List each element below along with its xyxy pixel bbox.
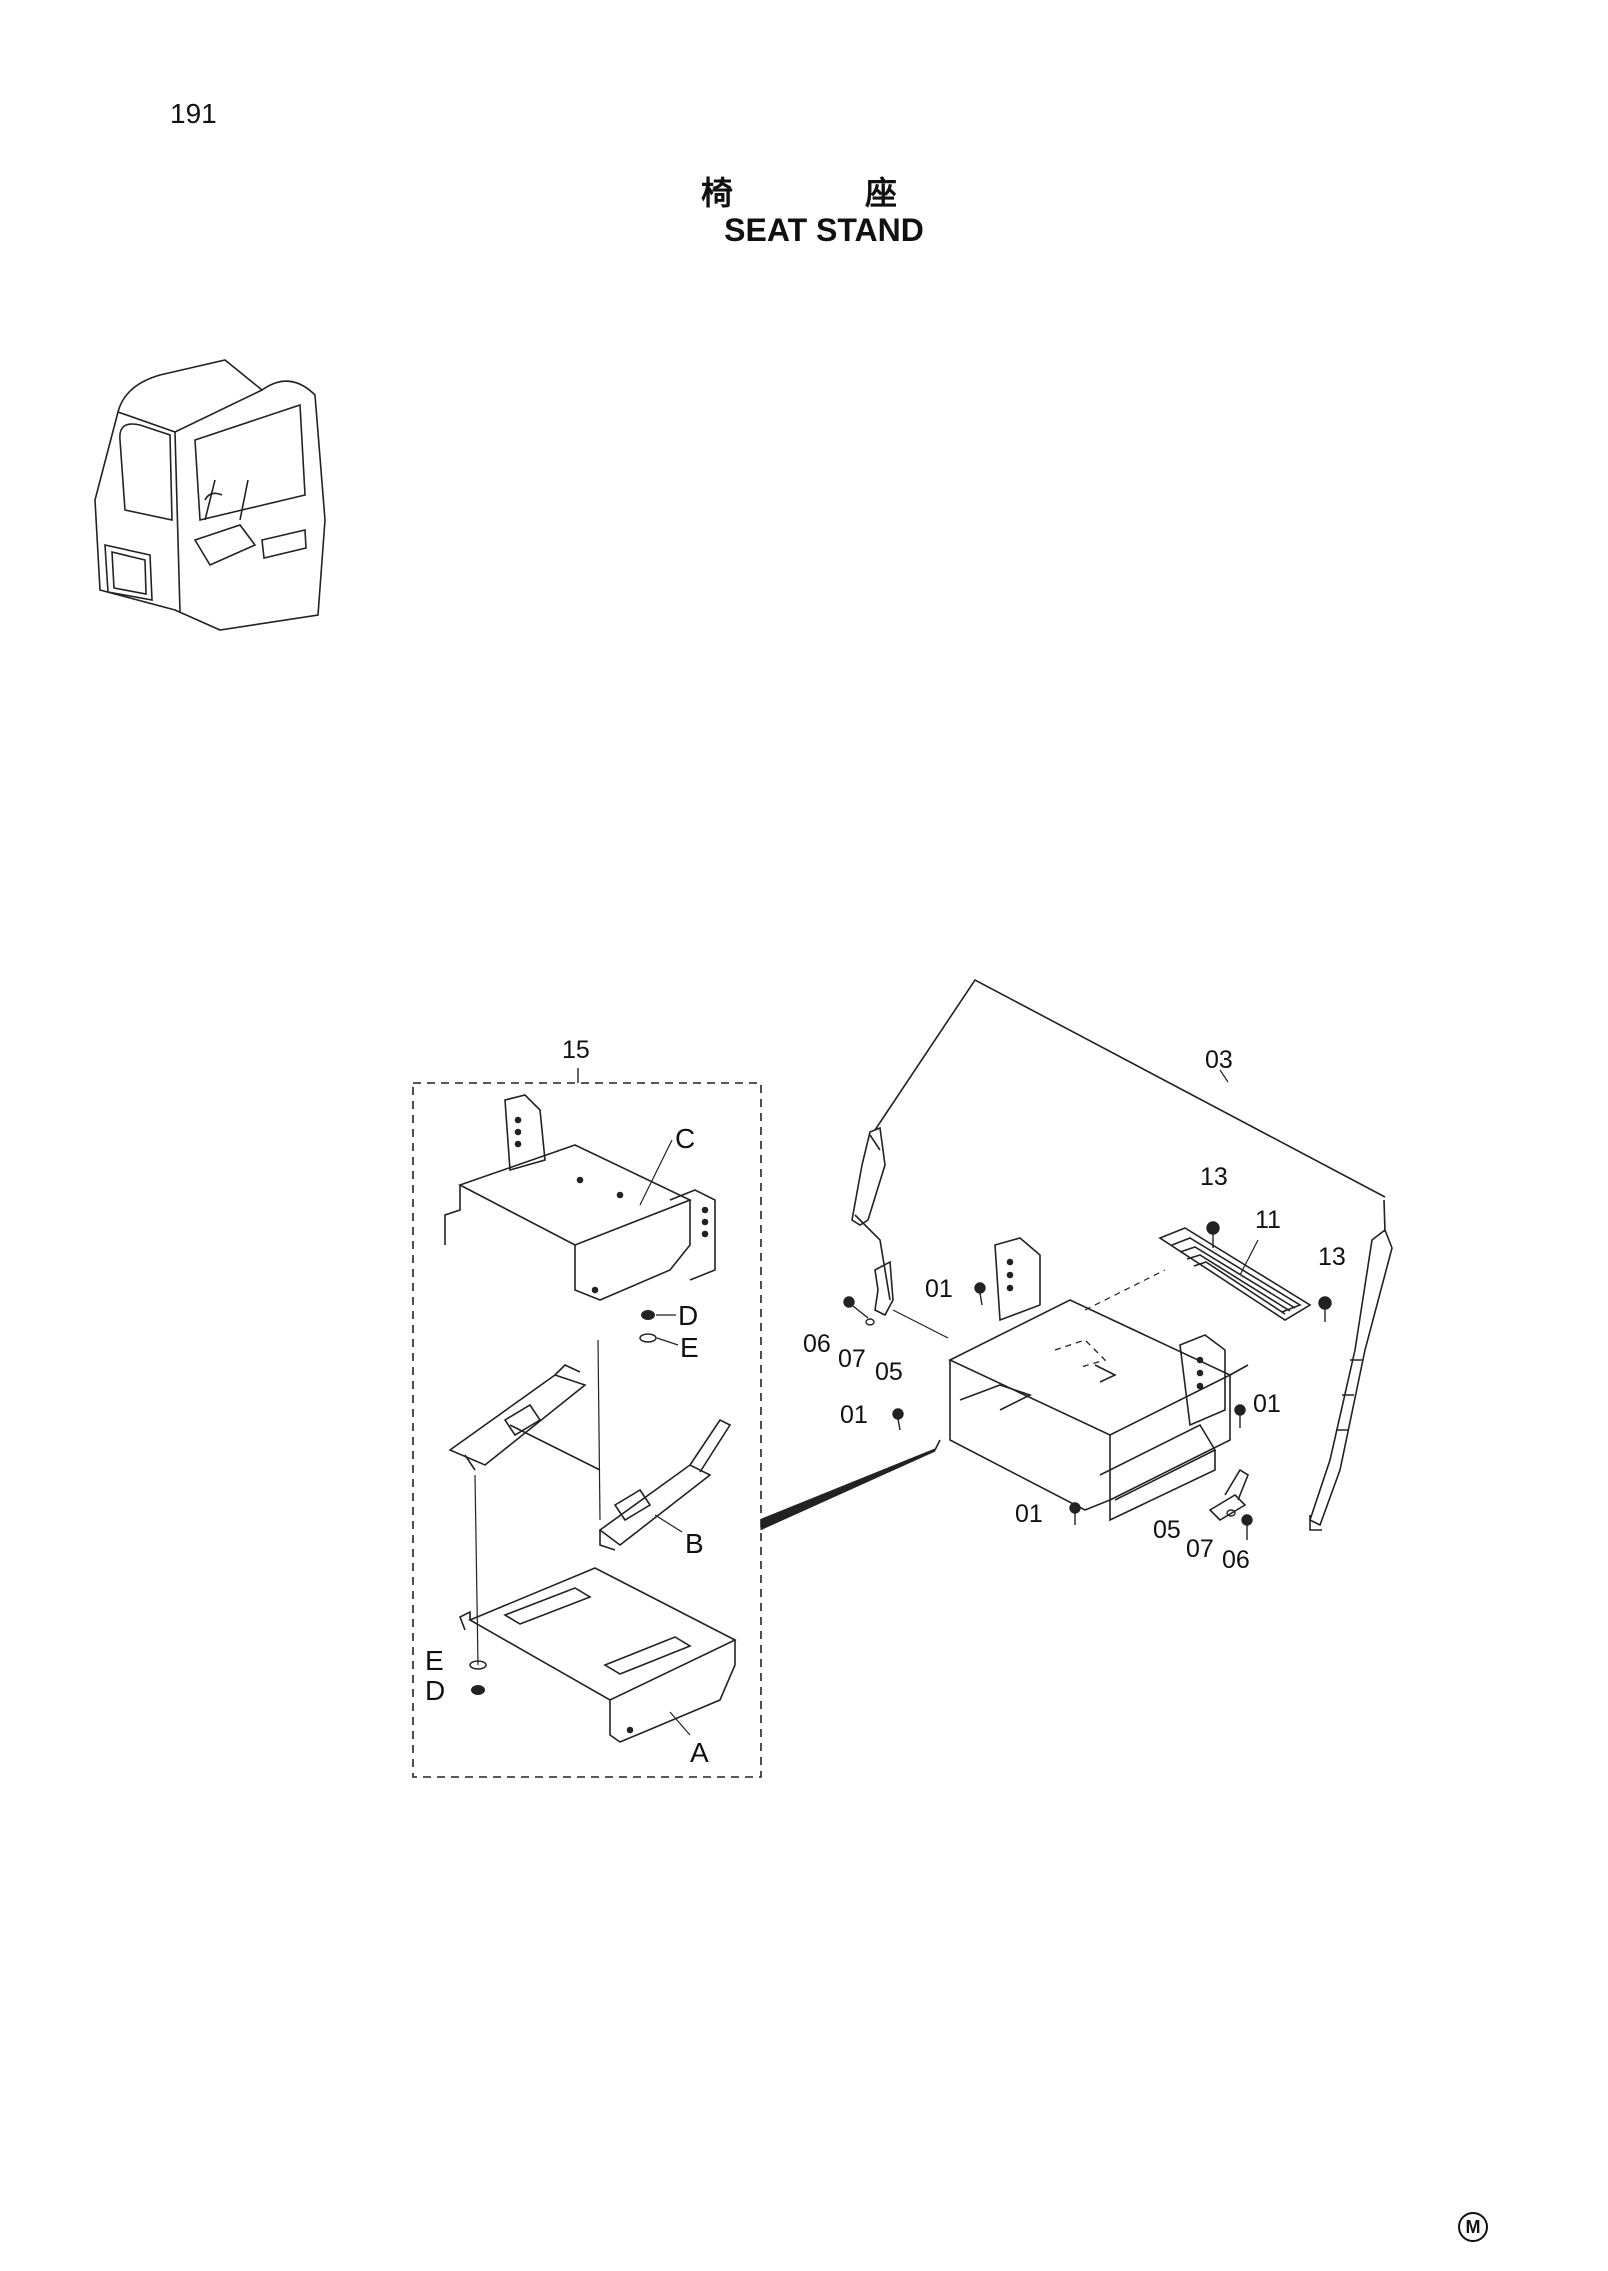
brackets-05: [874, 1260, 1249, 1522]
part-a-label: A: [690, 1737, 709, 1768]
bolts-13: [1206, 1221, 1332, 1322]
part-01-label-1: 01: [925, 1275, 953, 1303]
panel-11: [1084, 1227, 1312, 1321]
part-13-label-2: 13: [1318, 1243, 1346, 1271]
part-05-label-left: 05: [875, 1358, 903, 1386]
assembly-15-label: 15: [562, 1036, 590, 1064]
part-01-label-2: 01: [840, 1401, 868, 1429]
part-11-label: 11: [1255, 1206, 1281, 1234]
bolts-06-washers-07: [843, 1296, 1253, 1540]
nut-d-lower: [471, 1685, 485, 1695]
seat-bracket-upper-c: [444, 1094, 716, 1301]
nut-d-upper: [641, 1310, 655, 1320]
slide-rail-b: [448, 1339, 732, 1666]
part-05-label-right: 05: [1153, 1516, 1181, 1544]
part-b-label: B: [685, 1528, 704, 1559]
washer-e-lower: [469, 1660, 487, 1670]
part-03-label: 03: [1205, 1046, 1233, 1074]
bolts-01: [892, 1282, 1246, 1525]
part-07-label-left: 07: [838, 1345, 866, 1373]
part-07-label-right: 07: [1186, 1535, 1214, 1563]
seat-belt-03: [851, 978, 1393, 1531]
part-d-label-upper: D: [678, 1300, 698, 1331]
part-01-label-3: 01: [1253, 1390, 1281, 1418]
part-06-label-left: 06: [803, 1330, 831, 1358]
assembly-15-group: 15 C D E: [412, 1036, 762, 1778]
part-e-label-lower: E: [425, 1645, 444, 1676]
assembly-15-boundary: [412, 1082, 762, 1778]
assembly-pointer: [760, 1448, 936, 1531]
page-title-english: SEAT STAND: [724, 212, 924, 248]
part-13-label-1: 13: [1200, 1163, 1228, 1191]
part-01-label-4: 01: [1015, 1500, 1043, 1528]
part-06-label-right: 06: [1222, 1546, 1250, 1574]
washer-e-upper: [639, 1333, 657, 1343]
cab-location-thumbnail: [94, 359, 326, 631]
page-title-japanese: 椅 座: [700, 174, 947, 212]
base-plate-a: [458, 1567, 737, 1743]
part-c-label: C: [675, 1123, 695, 1154]
page-number: 191: [170, 98, 217, 129]
part-d-label-lower: D: [425, 1675, 445, 1706]
part-e-label-upper: E: [680, 1332, 699, 1363]
seat-stand-main: [934, 1237, 1249, 1522]
maker-mark: M: [1458, 2212, 1488, 2242]
